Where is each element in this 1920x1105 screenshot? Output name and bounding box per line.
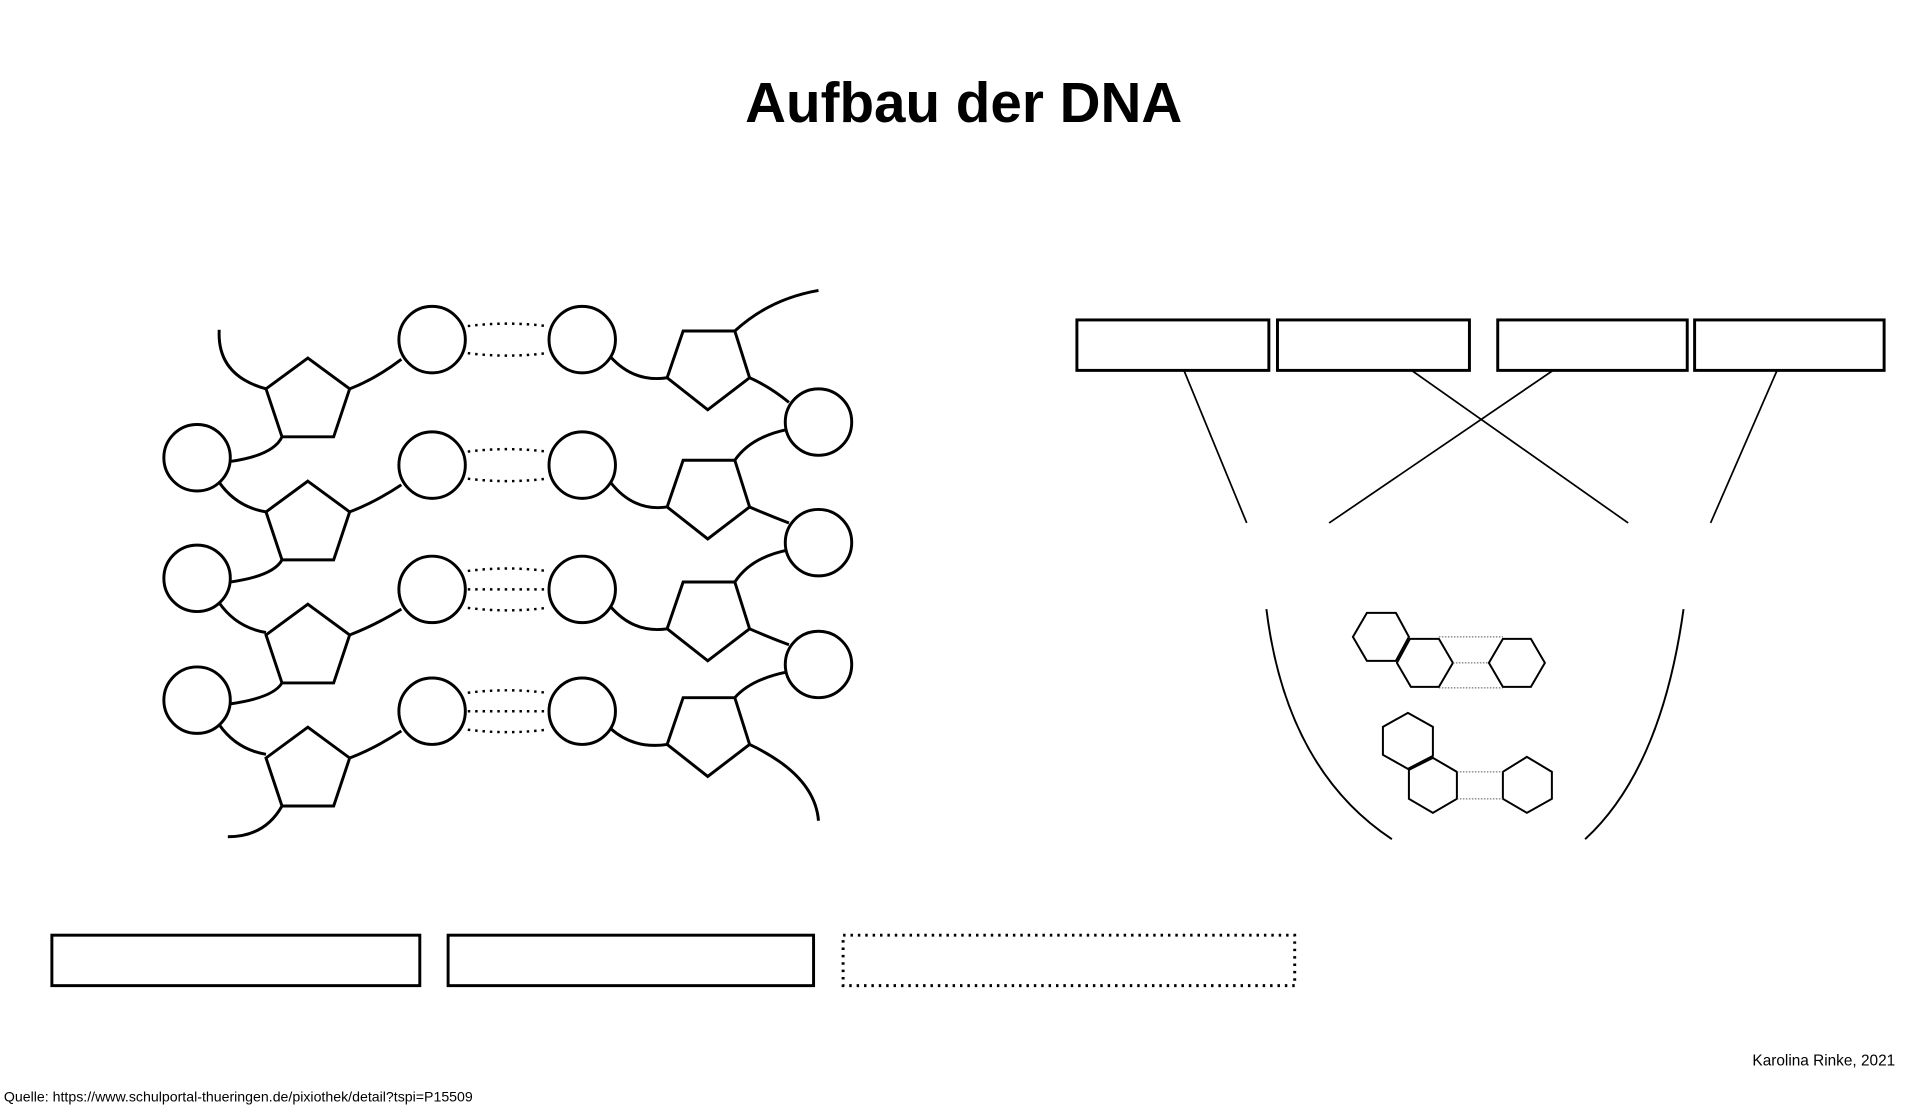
deoxyribose-left [264,479,352,562]
backbone-bond [349,729,403,760]
backbone-end-top [733,288,819,333]
hydrogen-bond [467,689,547,694]
connector-lines [1183,369,1778,524]
helix-left-curve [1265,608,1393,841]
backbone-bond [748,627,790,647]
backbone-bond [349,483,403,514]
backbone-bond [733,548,789,583]
top-label-boxes [1075,318,1886,372]
answer-box-dotted[interactable] [841,933,1297,988]
page-title: Aufbau der DNA [745,71,1182,134]
backbone-end-bottom [748,743,820,821]
hydrogen-bonds-gc [1438,636,1503,689]
phosphate-left [162,543,232,614]
phosphate-right [783,629,854,700]
backbone-bond [218,723,267,756]
purine-ring-2a [1381,711,1434,770]
base-left [397,430,467,500]
helix-right-curve [1584,608,1685,840]
label-box-3[interactable] [1496,318,1689,372]
hydrogen-bond [467,567,547,573]
phosphate-right [783,387,854,457]
backbone-bond [609,727,668,747]
dna-double-strand [162,288,854,839]
phosphate-left [162,665,232,735]
backbone-bond [609,605,668,631]
answer-box-2[interactable] [446,933,816,988]
backbone-bond [230,436,284,463]
backbone-bond [748,376,790,404]
label-box-4[interactable] [1693,318,1886,372]
hydrogen-bond [467,351,547,357]
connector-line [1328,369,1554,524]
backbone-bond [218,481,267,514]
hydrogen-bond [467,606,547,612]
deoxyribose-right [665,580,752,663]
label-box-2[interactable] [1275,318,1471,372]
backbone-bond [349,358,403,391]
deoxyribose-left [264,602,352,685]
connector-line [1411,369,1629,524]
backbone-end-top [217,329,267,391]
label-box-1[interactable] [1075,318,1271,372]
pyrimidine-ring-1 [1487,637,1547,688]
credit-text: Karolina Rinke, 2021 [1752,1053,1895,1070]
phosphate-right [783,507,854,578]
deoxyribose-right [665,696,752,779]
answer-box-1[interactable] [50,933,422,988]
deoxyribose-left [264,356,352,439]
source-text: Quelle: https://www.schulportal-thuering… [4,1088,473,1104]
backbone-bond [218,602,267,634]
connector-line [1183,370,1248,524]
base-right [547,676,617,746]
deoxyribose-right [665,329,752,412]
hydrogen-bond [467,728,547,734]
helix-outline [1265,608,1685,841]
hydrogen-bonds-at [1456,771,1503,800]
base-left [397,304,467,375]
connector-line [1709,370,1778,524]
hydrogen-bond [467,477,547,483]
backbone-bond [230,559,284,584]
backbone-end-bottom [227,805,284,839]
hydrogen-bond [467,447,547,453]
base-left [397,676,467,746]
base-right [547,304,617,375]
base-pair-models [1351,611,1553,814]
purine-ring-2b [1407,756,1458,814]
deoxyribose-left [264,725,352,808]
backbone-bond [230,682,284,706]
backbone-bond [349,607,403,637]
phosphate-left [162,423,232,493]
backbone-bond [609,355,668,380]
backbone-bond [733,428,789,462]
hydrogen-bond [467,322,547,328]
pyrimidine-ring-2 [1501,755,1553,814]
bottom-label-boxes [50,933,1297,988]
backbone-bond [748,505,790,525]
backbone-bond [609,481,668,510]
purine-ring-1b [1395,637,1455,688]
base-left [397,554,467,625]
purine-ring-1a [1351,611,1411,662]
base-right [547,554,617,625]
base-right [547,430,617,500]
backbone-bond [733,670,789,699]
deoxyribose-right [665,458,752,541]
